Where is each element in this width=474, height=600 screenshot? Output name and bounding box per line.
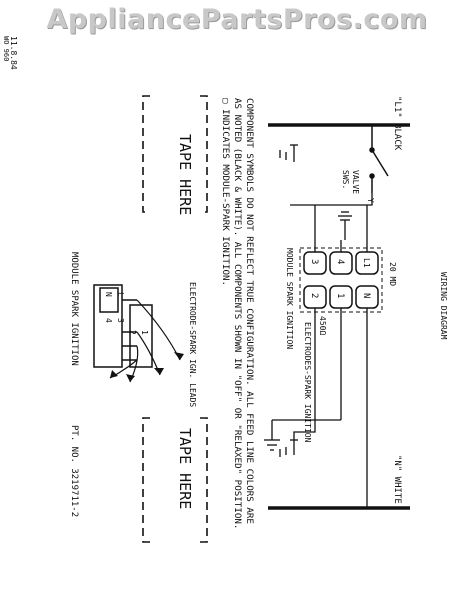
l1-black-label: "L1" BLACK: [392, 96, 402, 151]
ground-icon: [264, 420, 280, 451]
doc-date: 11.8.84: [9, 36, 18, 70]
terminal-label: 1: [335, 293, 345, 298]
connector-pin: 4: [104, 318, 113, 323]
module-wiring: [272, 205, 368, 508]
n-white-label: "N" WHITE: [392, 455, 402, 504]
module-spark-ignition-label: MODULE SPARK IGNITION: [285, 248, 294, 349]
module-connector-b: [303, 285, 379, 309]
terminal-label: L1: [362, 258, 371, 268]
ground-icon: [338, 211, 352, 240]
module-spark-ignition-footer: MODULE SPARK IGNITION: [69, 252, 79, 366]
tape-here-box-bottom: TAPE HERE: [142, 417, 208, 543]
tape-here-label: TAPE HERE: [176, 134, 194, 215]
connector-pin: N: [104, 292, 113, 297]
doc-code: WO 960: [2, 36, 10, 61]
sws-label: SWS.: [341, 170, 350, 189]
electrodes-spark-ignition-label: ELECTRODES-SPARK IGNITION: [303, 322, 312, 443]
part-number: PT. NO. 3219711-2: [69, 425, 79, 517]
module-outline: [299, 247, 383, 313]
terminal-label: 3: [309, 259, 319, 264]
electrode-spark-ign-leads-label: ELECTRODE-SPARK IGN. LEADS: [188, 282, 197, 407]
ground-icon: [279, 439, 298, 457]
connector-pin: L: [116, 292, 125, 297]
y-mark: Y: [366, 198, 375, 203]
watermark-logo: AppliancePartsPros.com: [46, 4, 428, 35]
ground-icon: [279, 144, 298, 162]
note-line-1: COMPONENT SYMBOLS DO NOT REFLECT TRUE CO…: [244, 98, 255, 524]
connector-pin: 2: [128, 330, 137, 335]
tape-here-box-top: TAPE HERE: [142, 95, 208, 215]
valve-switch: [369, 125, 389, 193]
connector-pin: 1: [140, 330, 149, 335]
ckt-450-label: 450Ω: [318, 316, 327, 335]
note-line-2: AS NOTED (BLACK & WHITE). ALL COMPONENTS…: [232, 98, 243, 529]
diagram-title: WIRING DIAGRAM: [439, 272, 448, 340]
valve-label: VALVE: [351, 170, 360, 194]
terminal-label: 2: [309, 293, 319, 298]
lead-arrows: [109, 299, 181, 383]
arrowhead-icon: [110, 352, 184, 382]
note-line-3: ▢ INDICATES MODULE-SPARK IGNITION.: [220, 98, 231, 286]
ignition-connector: [93, 284, 153, 368]
terminal-label: 4: [335, 259, 345, 264]
tape-here-label: TAPE HERE: [176, 428, 194, 509]
valve-output-wire: [290, 193, 373, 206]
terminal-label: N: [361, 293, 371, 298]
ckt-20-label: 20 MD: [388, 262, 397, 286]
connector-pin: 3: [116, 318, 125, 323]
